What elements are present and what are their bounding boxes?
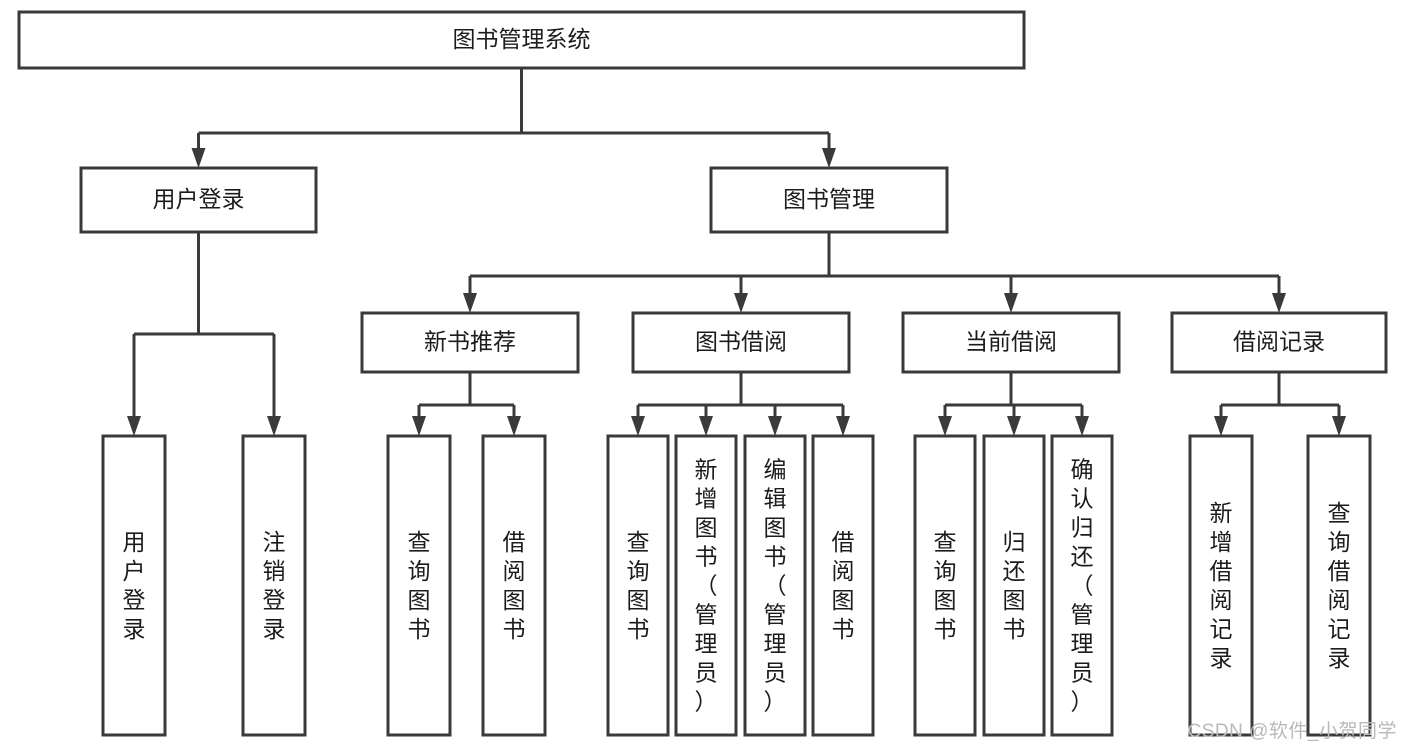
- node-box-leaf-query-book-2: [606, 434, 670, 737]
- arrow-head-leaf-query-book-2: [631, 416, 645, 436]
- node-box-leaf-query-book-1: [386, 434, 452, 737]
- node-leaf-add-book[interactable]: 新增图书（管理员）: [674, 434, 738, 737]
- node-label-leaf-confirm-return: 确认归还（管理员）: [1071, 457, 1094, 715]
- node-label-leaf-user-logout: 注销登录: [263, 529, 286, 642]
- arrow-head-leaf-return-book: [1007, 416, 1021, 436]
- node-label-leaf-edit-book: 编辑图书（管理员）: [764, 457, 787, 715]
- arrow-head-leaf-add-record: [1214, 416, 1228, 436]
- node-label-leaf-borrow-book-1: 借阅图书: [503, 529, 526, 642]
- node-label-current-borrow: 当前借阅: [965, 329, 1057, 355]
- node-box-leaf-borrow-book-2: [811, 434, 875, 737]
- connector-user-login: [127, 232, 281, 436]
- node-label-book-borrow: 图书借阅: [695, 329, 787, 355]
- node-box-new-book-rec: [360, 311, 580, 374]
- node-leaf-query-book-3[interactable]: 查询图书: [913, 434, 977, 737]
- node-label-leaf-query-book-2: 查询图书: [627, 529, 650, 642]
- node-label-user-login: 用户登录: [153, 186, 245, 212]
- node-label-leaf-query-record: 查询借阅记录: [1328, 500, 1351, 671]
- connector-book-manage: [463, 232, 1286, 313]
- arrow-head-leaf-borrow-book-2: [836, 416, 850, 436]
- node-label-book-manage: 图书管理: [783, 186, 875, 212]
- node-box-borrow-record: [1170, 311, 1388, 374]
- node-label-leaf-add-record: 新增借阅记录: [1210, 500, 1233, 671]
- node-box-leaf-confirm-return: [1050, 434, 1114, 737]
- arrow-head-new-book-rec: [463, 293, 477, 313]
- node-box-leaf-query-record: [1306, 434, 1372, 737]
- connector-root: [191, 68, 836, 168]
- node-box-user-login: [79, 166, 318, 234]
- node-label-leaf-query-book-3: 查询图书: [934, 529, 957, 642]
- node-box-book-manage: [709, 166, 949, 234]
- arrow-head-borrow-record: [1272, 293, 1286, 313]
- csdn-watermark: CSDN @软件_小贺同学: [1187, 721, 1397, 742]
- arrow-head-leaf-borrow-book-1: [507, 416, 521, 436]
- node-box-leaf-user-logout: [241, 434, 307, 737]
- arrow-head-book-borrow: [734, 293, 748, 313]
- node-leaf-user-login[interactable]: 用户登录: [101, 434, 167, 737]
- arrow-head-leaf-user-login: [127, 416, 141, 436]
- arrow-head-user-login: [191, 148, 206, 168]
- connector-current-borrow: [938, 372, 1089, 436]
- arrow-head-current-borrow: [1004, 293, 1018, 313]
- node-label-leaf-query-book-1: 查询图书: [408, 529, 431, 642]
- node-leaf-borrow-book-1[interactable]: 借阅图书: [481, 434, 547, 737]
- node-borrow-record[interactable]: 借阅记录: [1170, 311, 1388, 374]
- arrow-head-book-manage: [822, 148, 836, 168]
- node-label-leaf-user-login: 用户登录: [123, 529, 146, 642]
- node-box-leaf-add-record: [1188, 434, 1254, 737]
- node-label-borrow-record: 借阅记录: [1233, 329, 1325, 355]
- node-leaf-return-book[interactable]: 归还图书: [982, 434, 1046, 737]
- node-layer: 图书管理系统用户登录图书管理新书推荐图书借阅当前借阅借阅记录用户登录注销登录查询…: [17, 10, 1388, 737]
- node-user-login[interactable]: 用户登录: [79, 166, 318, 234]
- node-box-current-borrow: [901, 311, 1121, 374]
- node-book-borrow[interactable]: 图书借阅: [631, 311, 851, 374]
- connector-layer: [127, 68, 1346, 436]
- node-book-manage[interactable]: 图书管理: [709, 166, 949, 234]
- node-box-leaf-query-book-3: [913, 434, 977, 737]
- arrow-head-leaf-query-book-1: [412, 416, 426, 436]
- node-box-leaf-user-login: [101, 434, 167, 737]
- node-box-leaf-add-book: [674, 434, 738, 737]
- connector-book-borrow: [631, 372, 850, 436]
- node-current-borrow[interactable]: 当前借阅: [901, 311, 1121, 374]
- arrow-head-leaf-query-book-3: [938, 416, 952, 436]
- node-box-leaf-borrow-book-1: [481, 434, 547, 737]
- node-leaf-add-record[interactable]: 新增借阅记录: [1188, 434, 1254, 737]
- node-leaf-query-book-2[interactable]: 查询图书: [606, 434, 670, 737]
- node-label-root: 图书管理系统: [453, 26, 591, 52]
- node-box-leaf-edit-book: [743, 434, 807, 737]
- arrow-head-leaf-add-book: [699, 416, 713, 436]
- node-label-new-book-rec: 新书推荐: [424, 329, 516, 355]
- node-label-leaf-return-book: 归还图书: [1003, 529, 1026, 642]
- node-leaf-user-logout[interactable]: 注销登录: [241, 434, 307, 737]
- arrow-head-leaf-confirm-return: [1075, 416, 1089, 436]
- arrow-head-leaf-edit-book: [768, 416, 782, 436]
- connector-new-book-rec: [412, 372, 521, 436]
- node-leaf-edit-book[interactable]: 编辑图书（管理员）: [743, 434, 807, 737]
- node-leaf-confirm-return[interactable]: 确认归还（管理员）: [1050, 434, 1114, 737]
- node-box-leaf-return-book: [982, 434, 1046, 737]
- arrow-head-leaf-query-record: [1332, 416, 1346, 436]
- node-label-leaf-add-book: 新增图书（管理员）: [695, 457, 718, 715]
- node-root[interactable]: 图书管理系统: [17, 10, 1026, 70]
- node-leaf-borrow-book-2[interactable]: 借阅图书: [811, 434, 875, 737]
- connector-borrow-record: [1214, 372, 1346, 436]
- node-leaf-query-book-1[interactable]: 查询图书: [386, 434, 452, 737]
- arrow-head-leaf-user-logout: [267, 416, 281, 436]
- node-new-book-rec[interactable]: 新书推荐: [360, 311, 580, 374]
- node-label-leaf-borrow-book-2: 借阅图书: [832, 529, 855, 642]
- node-box-root: [17, 10, 1026, 70]
- node-leaf-query-record[interactable]: 查询借阅记录: [1306, 434, 1372, 737]
- node-box-book-borrow: [631, 311, 851, 374]
